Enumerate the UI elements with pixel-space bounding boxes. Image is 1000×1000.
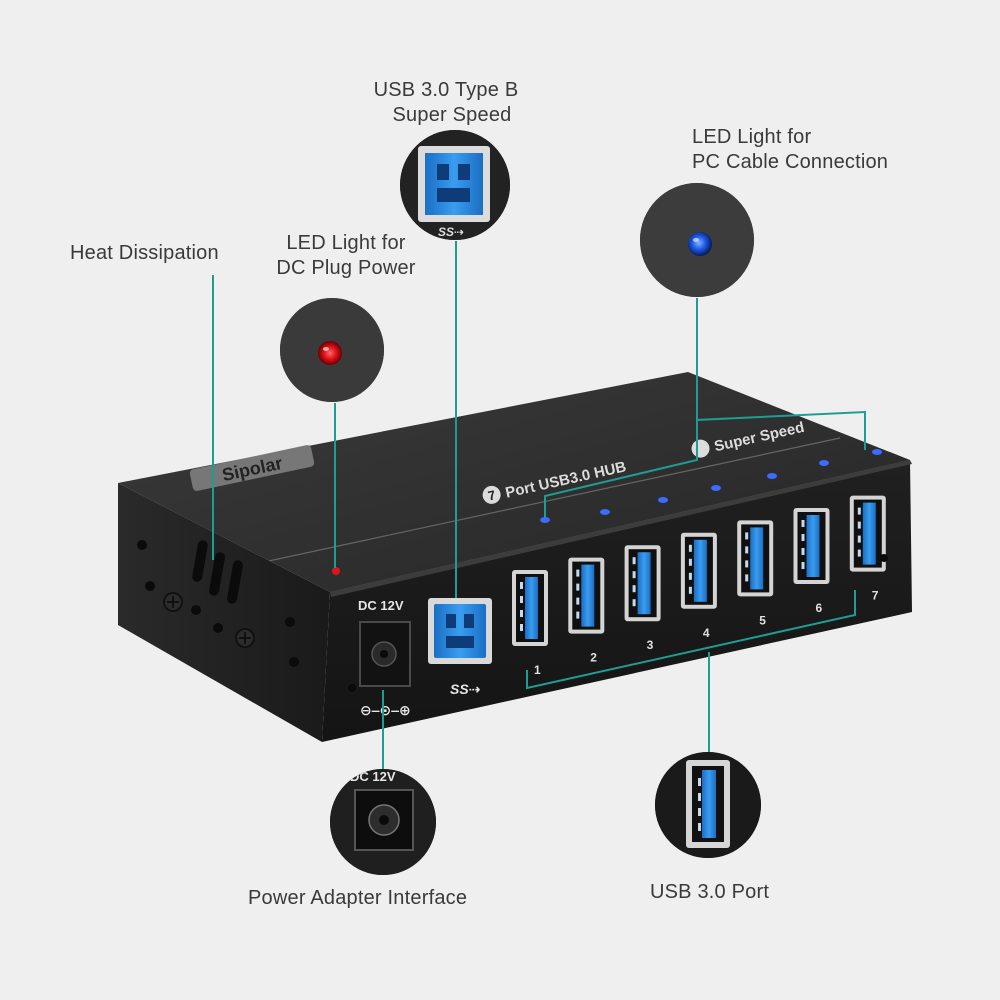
zoom-led-pc bbox=[640, 183, 754, 297]
usb-hub-body: Sipolar 7 Port USB3.0 HUB Super Speed DC… bbox=[118, 372, 912, 742]
usb-a-port-3 bbox=[624, 545, 661, 622]
zoom-dc-jack: DC 12V bbox=[330, 769, 436, 875]
side-holes bbox=[137, 540, 299, 667]
leader-ports-bracket bbox=[526, 590, 856, 690]
heat-vents bbox=[192, 540, 243, 604]
superspeed-logo: SS⇢ bbox=[450, 681, 481, 697]
callout-power-line-1: Power Adapter Interface bbox=[248, 887, 468, 909]
dc-jack bbox=[359, 621, 411, 687]
polarity-symbol: ⊖‒⊙‒⊕ bbox=[360, 702, 411, 718]
side-screws bbox=[163, 592, 255, 648]
callout-led-dc: LED Light for DC Plug Power bbox=[256, 231, 436, 281]
usb-a-port-6 bbox=[793, 508, 830, 584]
usb-a-port-2 bbox=[568, 557, 605, 634]
usb-a-port-7 bbox=[849, 495, 886, 572]
dc-power-led bbox=[332, 567, 340, 575]
port-number-3: 3 bbox=[647, 638, 654, 652]
callout-heat-dissipation: Heat Dissipation bbox=[70, 241, 219, 266]
svg-text:DC 12V: DC 12V bbox=[350, 769, 396, 784]
hub-top-surface bbox=[118, 372, 910, 592]
callout-led-dc-line-1: LED Light for bbox=[286, 232, 406, 254]
usb-type-b-port bbox=[428, 598, 492, 664]
leader-lines bbox=[212, 241, 866, 770]
dc-label: DC 12V bbox=[358, 598, 404, 613]
callout-heat-line-1: Heat Dissipation bbox=[70, 242, 219, 264]
port-leds bbox=[540, 449, 882, 523]
zoom-usb-port bbox=[655, 752, 761, 858]
port-number-2: 2 bbox=[590, 651, 597, 665]
port-number-5: 5 bbox=[759, 613, 766, 627]
leader-led-bracket bbox=[544, 410, 866, 518]
usb-a-port-1 bbox=[512, 570, 548, 646]
callout-led-pc-line-1: LED Light for bbox=[692, 126, 812, 148]
port-number-6: 6 bbox=[816, 601, 823, 615]
top-print-count: 7 bbox=[487, 487, 497, 503]
callout-usb-type-b-line-1: USB 3.0 Type B bbox=[373, 79, 519, 101]
callout-usb-type-b: USB 3.0 Type B Super Speed bbox=[346, 78, 546, 128]
hub-left-side bbox=[118, 483, 330, 742]
usb-a-port-4 bbox=[680, 532, 717, 609]
port-number-1: 1 bbox=[534, 663, 541, 677]
callout-led-pc: LED Light for PC Cable Connection bbox=[692, 125, 888, 175]
usb-a-ports: 1 2 3 4 5 6 7 bbox=[512, 495, 886, 677]
usb-a-port-5 bbox=[737, 520, 774, 597]
zoom-led-dc bbox=[280, 298, 384, 402]
svg-text:SS⇢: SS⇢ bbox=[438, 225, 464, 239]
callout-usb-type-b-line-2: Super Speed bbox=[392, 104, 512, 126]
port-number-7: 7 bbox=[872, 589, 879, 603]
callout-led-pc-line-2: PC Cable Connection bbox=[692, 151, 889, 173]
callout-led-dc-line-2: DC Plug Power bbox=[276, 257, 416, 279]
callout-usb-port: USB 3.0 Port bbox=[650, 880, 769, 905]
port-number-4: 4 bbox=[703, 626, 710, 640]
callout-power-adapter: Power Adapter Interface bbox=[248, 886, 467, 911]
zoom-usb-type-b: SS⇢ bbox=[400, 130, 510, 240]
callout-usb-port-line-1: USB 3.0 Port bbox=[650, 881, 770, 903]
